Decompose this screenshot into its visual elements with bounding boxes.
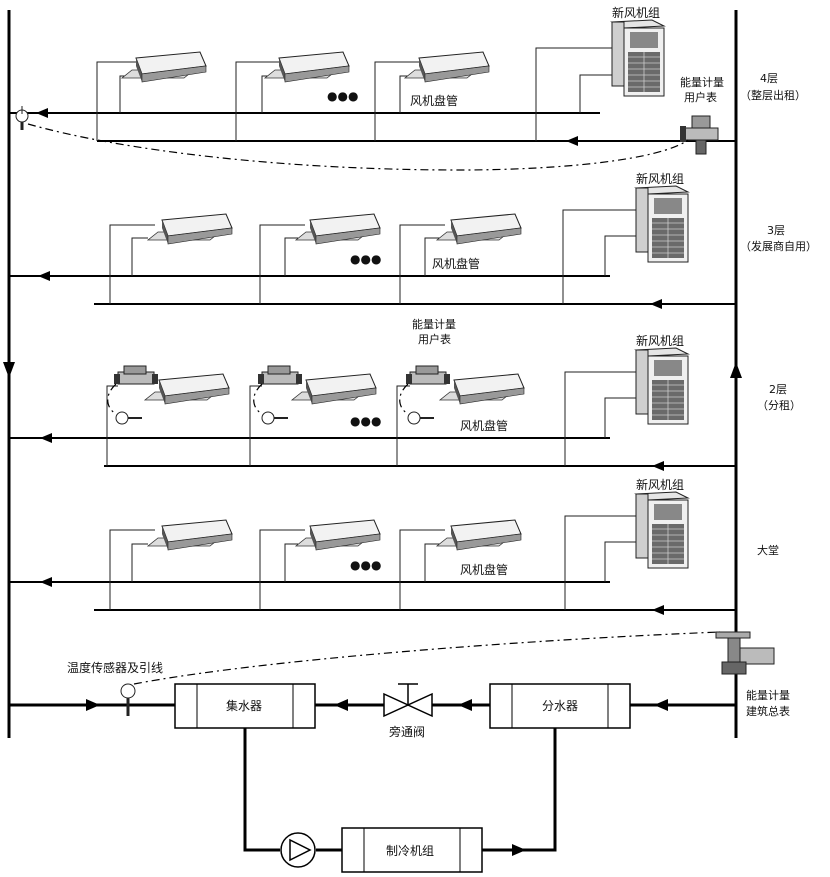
floor-lobby: ●●● 风机盘管 新风机组 大堂 (9, 477, 779, 615)
main-energy-meter-icon (715, 631, 775, 675)
more-units-symbol: ●●● (350, 558, 381, 572)
floor-name: 2层 (769, 383, 787, 396)
energy-meter-icon (114, 365, 158, 385)
fan-coil-unit (294, 519, 381, 551)
temperature-sensor-label: 温度传感器及引线 (67, 660, 163, 675)
fresh-air-unit-label: 新风机组 (612, 5, 660, 20)
fresh-air-unit (634, 347, 690, 425)
fan-coil-label: 风机盘管 (460, 562, 508, 577)
floor-3: ●●● 风机盘管 新风机组 3层 （发展商自用） (9, 171, 817, 309)
floor-name: 大堂 (757, 543, 779, 557)
collector-label: 集水器 (226, 698, 262, 713)
fan-coil-unit (146, 213, 233, 245)
floor-4: ●●● 风机盘管 新风机组 4层 （整层出租） 能量计量 用户表 (9, 5, 806, 171)
temperature-sensor-icon (107, 383, 142, 425)
energy-meter-icon (258, 365, 302, 385)
user-meter-label-line1: 能量计量 (680, 75, 724, 89)
fresh-air-unit-label: 新风机组 (636, 333, 684, 348)
main-meter-label-line2: 建筑总表 (746, 704, 790, 718)
fan-coil-label: 风机盘管 (432, 256, 480, 271)
temperature-sensor-icon (253, 383, 288, 425)
more-units-symbol: ●●● (350, 414, 381, 428)
fan-coil-unit (294, 213, 381, 245)
fresh-air-unit (634, 491, 690, 569)
fresh-air-unit (634, 185, 690, 263)
pump-icon (280, 832, 316, 868)
user-meter-label-line1: 能量计量 (412, 317, 456, 331)
floor-note: （分租） (757, 399, 801, 412)
main-sensor-signal-wire (133, 631, 721, 685)
fan-coil-unit (263, 51, 350, 83)
fan-coil-unit (435, 519, 522, 551)
energy-meter-icon (406, 365, 450, 385)
temperature-sensor-icon (15, 106, 29, 130)
fan-coil-label: 风机盘管 (460, 418, 508, 433)
floor-name: 3层 (767, 224, 785, 237)
fan-coil-label: 风机盘管 (410, 93, 458, 108)
fan-coil-unit (403, 51, 490, 83)
sensor-signal-wire (27, 123, 689, 171)
floor-note: （发展商自用） (740, 239, 817, 253)
main-meter-label-line1: 能量计量 (746, 688, 790, 702)
distributor-label: 分水器 (542, 699, 578, 713)
supply-riser-arrow (730, 362, 742, 378)
floor-name: 4层 (760, 72, 778, 85)
bypass-valve-icon (383, 683, 433, 718)
user-meter-label-line2: 用户表 (418, 332, 451, 346)
fan-coil-unit (290, 373, 377, 405)
distributor-manifold (489, 683, 631, 729)
return-riser-arrow (3, 362, 15, 378)
fan-coil-unit (120, 51, 207, 83)
user-meter-label-line2: 用户表 (684, 90, 717, 104)
fresh-air-unit-label: 新风机组 (636, 477, 684, 492)
chiller-unit (341, 827, 483, 873)
fan-coil-unit (438, 373, 525, 405)
more-units-symbol: ●●● (350, 252, 381, 266)
floor-note: （整层出租） (740, 88, 806, 102)
floor-2: 能量计量 用户表 (9, 317, 801, 471)
chiller-label: 制冷机组 (386, 844, 434, 858)
fan-coil-unit (143, 373, 230, 405)
energy-meter-icon (680, 115, 719, 155)
fresh-air-unit-label: 新风机组 (636, 171, 684, 186)
temperature-sensor-icon (120, 683, 136, 716)
plant-room: 集水器 分水器 旁通阀 温度传感器及引线 能量计量 建筑总表 (9, 631, 790, 873)
fresh-air-unit (610, 19, 666, 97)
bypass-valve-label: 旁通阀 (389, 724, 425, 739)
fan-coil-unit (435, 213, 522, 245)
fan-coil-unit (146, 519, 233, 551)
temperature-sensor-icon (399, 383, 434, 425)
more-units-symbol: ●●● (327, 89, 358, 103)
